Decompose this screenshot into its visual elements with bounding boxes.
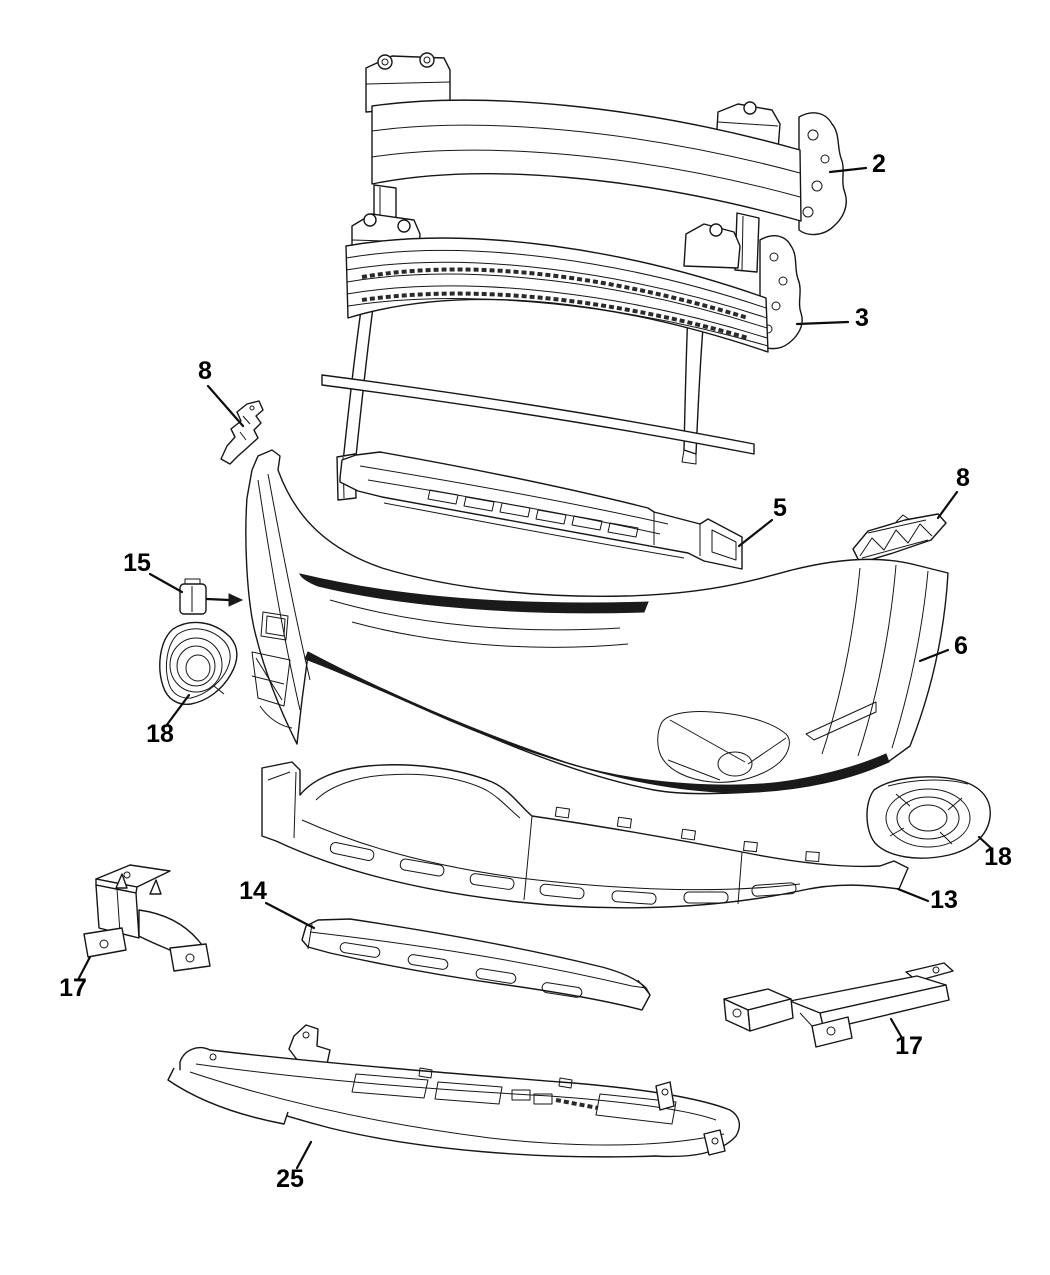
fascia-side-bracket-right <box>852 513 947 564</box>
callout-3: 3 <box>855 304 869 332</box>
leader-line-25 <box>295 1140 313 1170</box>
front-fascia-upper <box>245 449 949 795</box>
impact-bar-lower <box>321 213 803 477</box>
callout-17-left: 17 <box>59 974 87 1002</box>
leader-line-18-right <box>977 835 994 851</box>
tow-hook-cover <box>179 578 244 615</box>
callout-18-right: 18 <box>984 843 1012 871</box>
skid-plate <box>301 918 651 1011</box>
leader-line-17-left <box>77 955 92 980</box>
fog-lamp-bezel-right <box>866 776 991 859</box>
callout-25: 25 <box>276 1165 304 1193</box>
grille-closeout-panel <box>336 451 743 570</box>
leader-line-15 <box>148 572 184 594</box>
leader-line-6 <box>918 648 950 663</box>
leader-line-3 <box>795 320 850 326</box>
callout-5: 5 <box>773 494 787 522</box>
install-direction-arrow-icon <box>205 593 244 607</box>
leader-lines <box>77 166 994 1170</box>
fascia-side-bracket-left <box>220 400 264 465</box>
callout-labels: 2 3 8 5 8 15 6 18 18 13 14 17 17 25 <box>59 150 1012 1193</box>
callout-18-left: 18 <box>146 720 174 748</box>
callout-2: 2 <box>872 150 886 178</box>
front-fascia-lower <box>261 761 909 909</box>
fascia-support-bracket-right <box>723 962 954 1048</box>
leader-line-8-left <box>206 384 245 428</box>
callout-8-right: 8 <box>956 464 970 492</box>
leader-line-14 <box>264 901 316 930</box>
leader-line-8-right <box>936 490 959 520</box>
callout-13: 13 <box>930 886 958 914</box>
callout-6: 6 <box>954 632 968 660</box>
fog-lamp-bezel-left <box>159 621 238 706</box>
leader-line-18-left <box>164 693 191 728</box>
leader-line-5 <box>737 518 774 548</box>
leader-line-2 <box>828 166 868 174</box>
callout-17-right: 17 <box>895 1032 923 1060</box>
callout-14: 14 <box>239 877 267 905</box>
leader-line-17-right <box>889 1017 904 1040</box>
leader-line-13 <box>896 887 930 903</box>
callout-8-left: 8 <box>198 357 212 385</box>
fascia-support-bracket-left <box>83 864 211 972</box>
callout-15: 15 <box>123 549 151 577</box>
belly-pan-shield <box>167 1024 741 1158</box>
impact-bar-upper <box>365 52 847 273</box>
